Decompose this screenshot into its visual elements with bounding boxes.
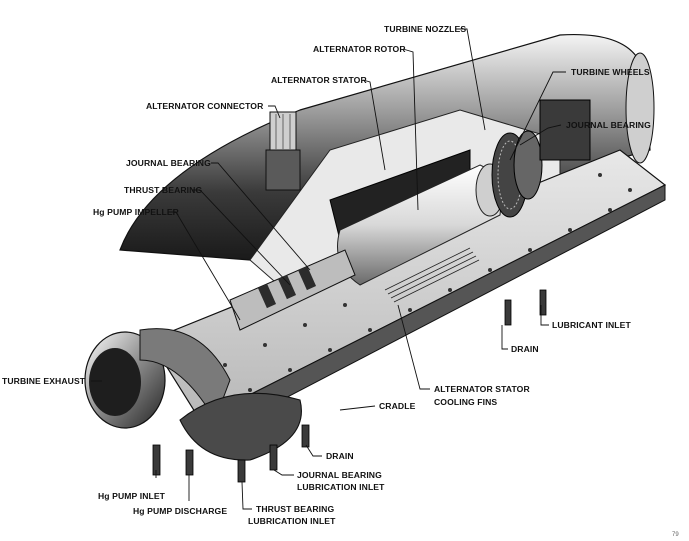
leader-cradle: [339, 405, 376, 411]
label-journal-bearing-lubrication-line1: JOURNAL BEARING: [297, 470, 382, 480]
turbine-exhaust-bell: [84, 328, 231, 429]
bearing-blocks: [257, 265, 317, 309]
page-number: 79: [672, 532, 679, 538]
label-hg-pump-discharge: Hg PUMP DISCHARGE: [133, 506, 227, 516]
label-alternator-rotor: ALTERNATOR ROTOR: [313, 44, 406, 54]
leader-journal-bearing-left: [211, 162, 311, 271]
label-alternator-connector: ALTERNATOR CONNECTOR: [146, 101, 264, 111]
turbine-casing-block: [539, 99, 591, 161]
leader-alternator-connector: [268, 105, 281, 119]
label-journal-bearing-lubrication-line2: LUBRICATION INLET: [297, 482, 385, 492]
leader-thrust-bearing: [192, 189, 291, 286]
label-turbine-nozzles: TURBINE NOZZLES: [384, 24, 466, 34]
leader-turbine-nozzles: [456, 28, 486, 131]
label-alternator-stator-cooling-fins-line2: COOLING FINS: [434, 397, 497, 407]
hg-pump-housing: [179, 392, 302, 461]
label-journal-bearing-left: JOURNAL BEARING: [126, 158, 211, 168]
label-thrust-bearing-lubrication-line2: LUBRICATION INLET: [248, 516, 336, 526]
leader-hg-pump-impeller: [169, 211, 241, 321]
label-alternator-stator: ALTERNATOR STATOR: [271, 75, 367, 85]
label-thrust-bearing-lubrication-line1: THRUST BEARING: [256, 504, 334, 514]
label-alternator-stator-cooling-fins-line1: ALTERNATOR STATOR: [434, 384, 530, 394]
label-hg-pump-inlet: Hg PUMP INLET: [98, 491, 166, 501]
leader-alternator-stator: [362, 79, 386, 171]
leader-lines: [91, 28, 566, 510]
alternator-connector: [265, 111, 301, 191]
label-turbine-wheels: TURBINE WHEELS: [571, 67, 650, 77]
label-cradle: CRADLE: [379, 401, 416, 411]
label-lubricant-inlet: LUBRICANT INLET: [552, 320, 631, 330]
leader-journal-bearing-right: [519, 124, 562, 146]
cradle-bolt-holes: [223, 173, 632, 392]
leader-cooling-fins: [397, 304, 430, 390]
label-hg-pump-impeller: Hg PUMP IMPELLER: [93, 207, 180, 217]
leader-alternator-rotor: [402, 48, 419, 211]
label-turbine-exhaust: TURBINE EXHAUST: [2, 376, 86, 386]
leader-lubricant-inlet: [540, 305, 549, 326]
label-journal-bearing-right: JOURNAL BEARING: [566, 120, 651, 130]
leader-drain-bottom: [305, 444, 322, 457]
leader-thrust-bearing-lubrication: [241, 481, 252, 510]
underside-pipes: [152, 289, 547, 483]
leader-journal-bearing-lubrication: [273, 469, 294, 476]
callout-labels: TURBINE NOZZLES ALTERNATOR ROTOR TURBINE…: [2, 24, 679, 538]
turbine-wheels: [491, 130, 543, 218]
label-drain-right: DRAIN: [511, 344, 539, 354]
label-thrust-bearing: THRUST BEARING: [124, 185, 202, 195]
label-drain-bottom: DRAIN: [326, 451, 354, 461]
leader-turbine-wheels: [509, 71, 566, 161]
housing-end-cap: [625, 52, 655, 164]
alternator-stator-cooling-fins: [384, 247, 480, 303]
leader-drain-right: [501, 325, 508, 350]
